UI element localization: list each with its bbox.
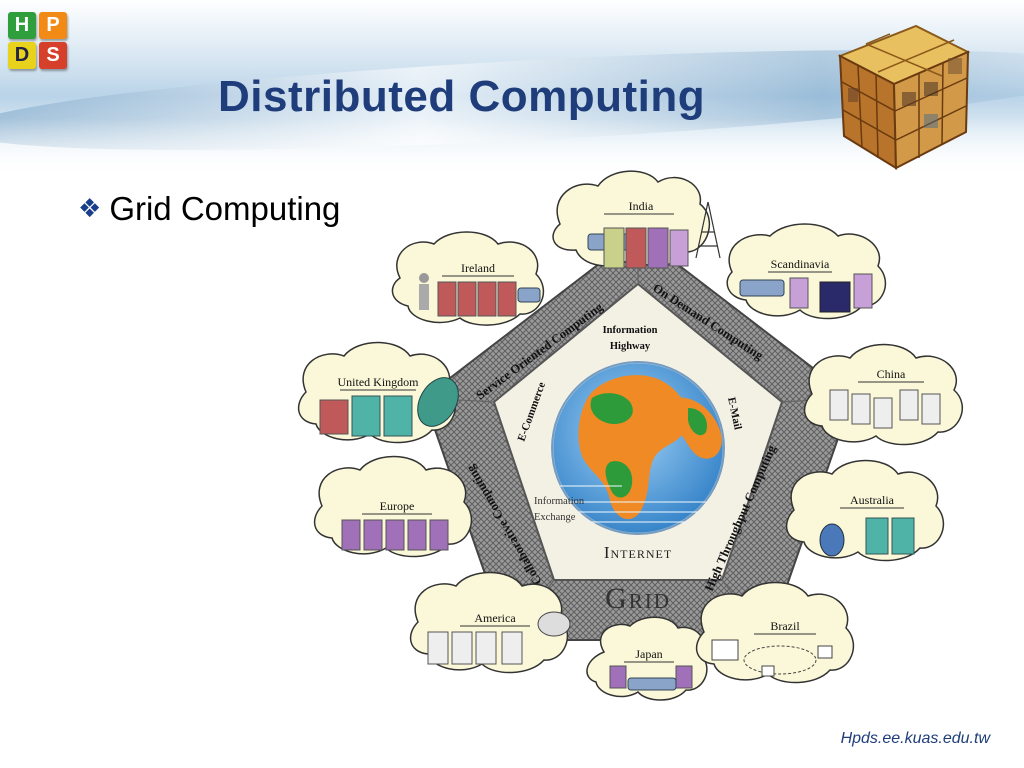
globe-icon — [550, 360, 726, 536]
region-china: China — [803, 343, 964, 446]
footer-url: Hpds.ee.kuas.edu.tw — [840, 730, 990, 747]
photo-cube-image — [837, 24, 971, 170]
bullet-item: ❖ Grid Computing — [78, 190, 340, 228]
region-label-india: India — [629, 199, 654, 213]
region-label-japan: Japan — [635, 647, 662, 661]
region-label-united-kingdom: United Kingdom — [338, 375, 420, 389]
grid-label: Grid — [605, 582, 671, 615]
bullet-text: Grid Computing — [109, 190, 341, 227]
region-brazil: Brazil — [695, 581, 855, 684]
info-exchange-line1: Information — [534, 496, 585, 507]
region-america: America — [409, 571, 571, 674]
region-label-ireland: Ireland — [461, 261, 495, 275]
region-united-kingdom: United Kingdom — [297, 341, 459, 444]
diamond-bullet-icon: ❖ — [78, 194, 102, 224]
logo-letter-p: P — [39, 12, 67, 39]
info-exchange-line2: Exchange — [534, 512, 576, 523]
logo-letter-h: H — [8, 12, 36, 39]
logo-letter-s: S — [39, 42, 67, 69]
internet-label: Internet — [604, 543, 672, 562]
region-ireland: Ireland — [391, 231, 545, 326]
hpds-logo: H P D S — [8, 12, 72, 72]
info-highway-line1: Information — [603, 325, 658, 336]
grid-computing-diagram: Service Oriented Computing On Demand Com… — [297, 170, 964, 701]
region-label-china: China — [877, 367, 906, 381]
info-highway-line2: Highway — [610, 341, 651, 352]
slide-title: Distributed Computing — [218, 72, 706, 121]
logo-letter-d: D — [8, 42, 36, 69]
region-label-scandinavia: Scandinavia — [771, 257, 830, 271]
region-label-europe: Europe — [380, 499, 415, 513]
region-australia: Australia — [785, 459, 945, 562]
region-europe: Europe — [313, 455, 473, 558]
region-japan: Japan — [586, 616, 708, 701]
region-label-brazil: Brazil — [770, 619, 800, 633]
region-scandinavia: Scandinavia — [726, 223, 887, 320]
region-label-australia: Australia — [850, 493, 895, 507]
region-india: India — [552, 170, 721, 269]
region-label-america: America — [474, 611, 516, 625]
